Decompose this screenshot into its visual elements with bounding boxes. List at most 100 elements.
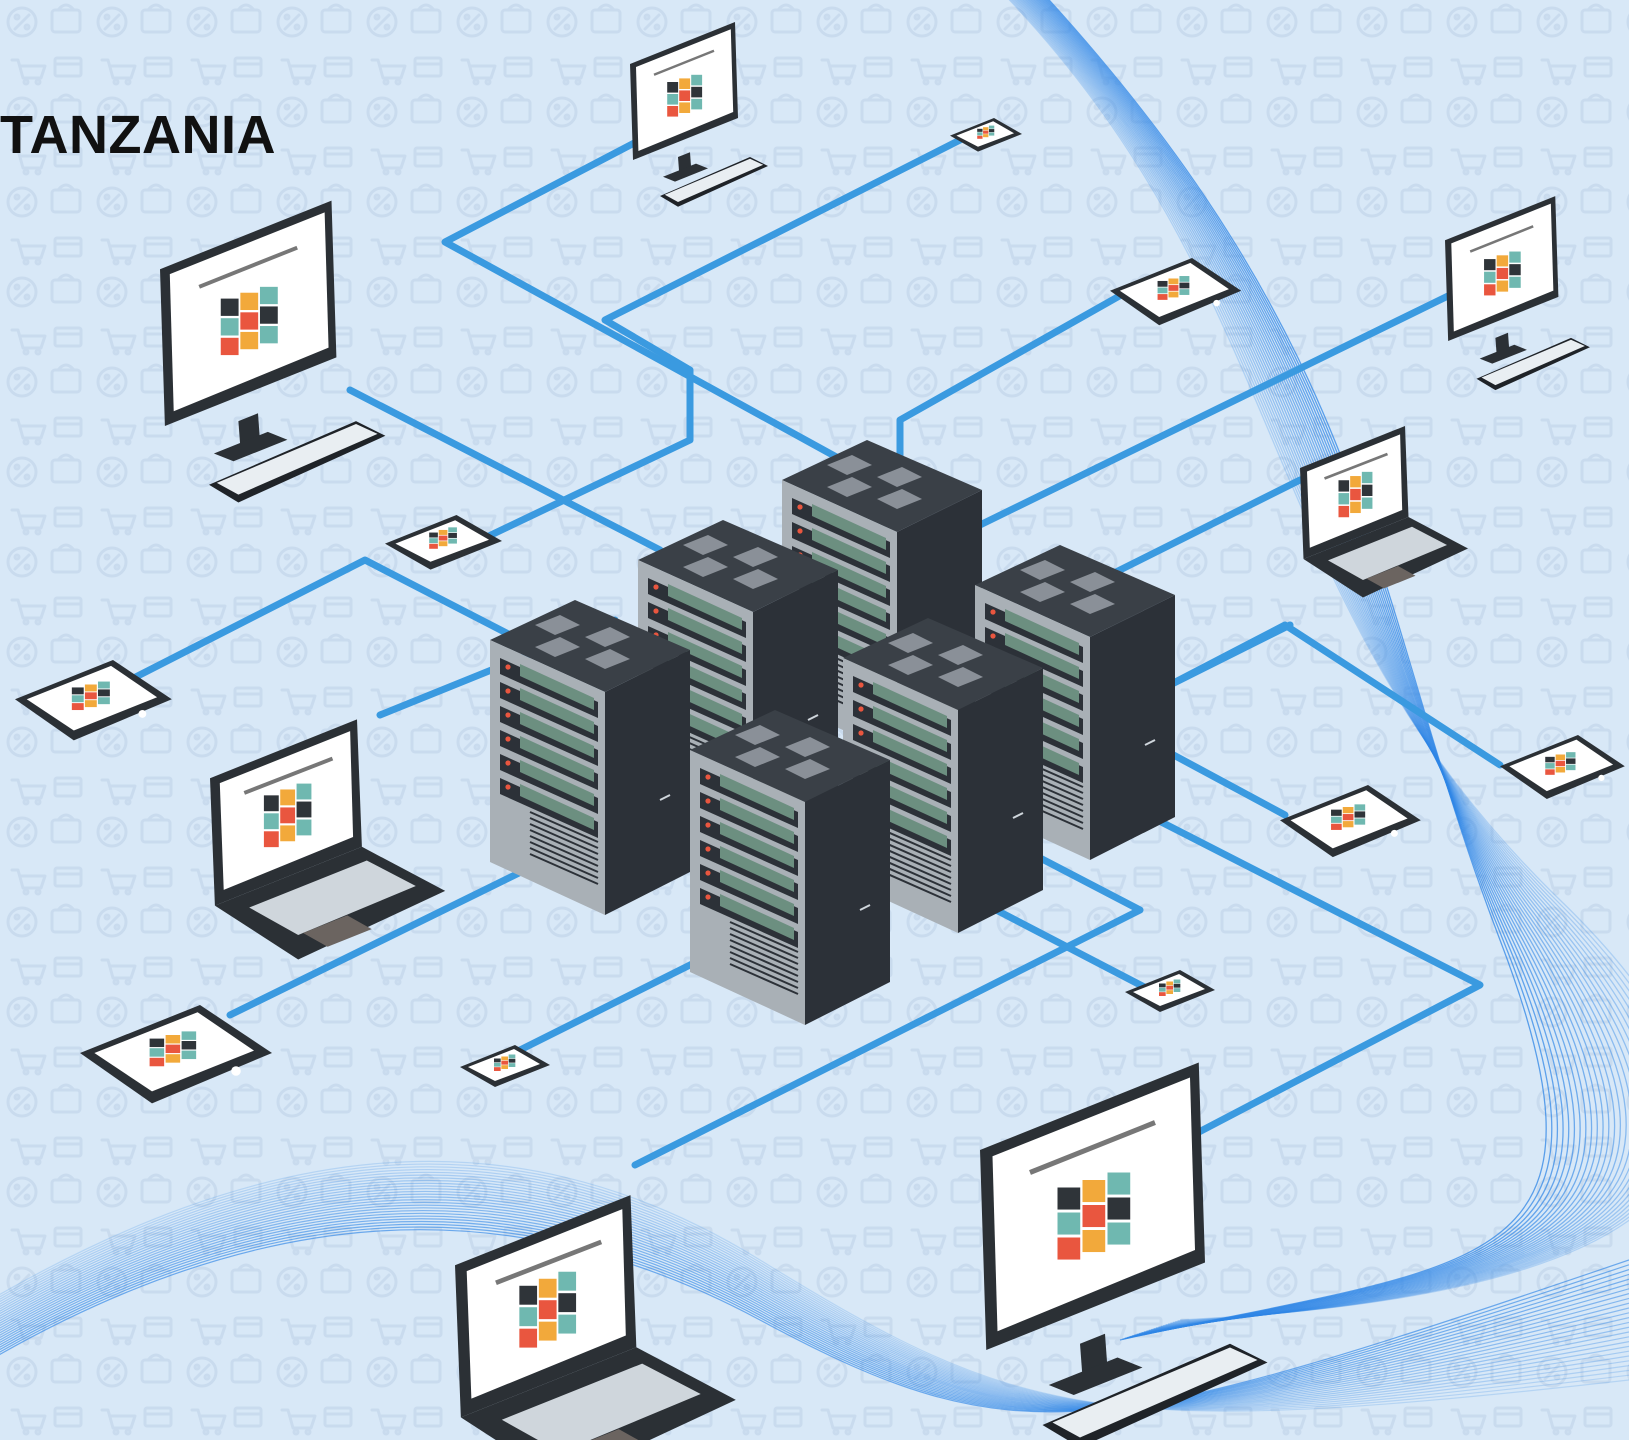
monitor-base [1048,1357,1143,1395]
screen-tile [691,74,703,86]
rack-grille [529,835,599,867]
screen-tile [1173,983,1181,988]
network-cable [1156,621,1504,769]
screen-tile [97,681,110,689]
rack-grille [882,841,952,873]
screen-tile [508,1063,516,1067]
screen-tile [501,1060,508,1065]
screen-tile [220,298,239,316]
wave-line [0,1209,1629,1409]
rack-grille [529,841,599,873]
screen-tile [977,128,983,132]
rack-grille [729,921,799,953]
rack-led [797,504,803,510]
rack-panel [812,528,886,574]
screen-tile [519,1328,538,1348]
screen-tile [1496,280,1509,292]
wave-line [0,1201,1629,1408]
screen-tile [558,1293,577,1313]
monitor-screen [992,1077,1195,1332]
rack-grille [729,957,799,989]
rack-vent [1070,572,1115,592]
screen-tile [494,1067,501,1071]
screen-tile [71,687,84,695]
screen-tile [1107,1222,1131,1245]
rack-side [958,668,1043,933]
wave-line [0,1215,1629,1410]
rack-panel [520,688,594,734]
screen-tile [165,1044,181,1054]
smartphone-bottom-right [1125,970,1215,1012]
rack-vent [585,627,630,647]
screen-tile [1484,259,1496,271]
screen-tile [1545,756,1555,763]
screen-tile [84,700,97,708]
wave-line [0,1168,1629,1410]
rack-vent [535,615,580,635]
rack-grille [529,829,599,861]
home-button-icon [231,1066,241,1076]
screen-tile [1566,752,1576,758]
rack-vent [888,655,933,675]
rack-handle [1144,739,1156,746]
laptop-trackpad [1366,566,1416,589]
network-cable [116,556,524,689]
laptop-left [210,719,446,960]
rack-led [797,528,803,534]
screen-tile [1159,983,1166,988]
home-button-icon [1390,829,1398,837]
monitor-screen [636,29,734,152]
screen-tile [508,1054,516,1059]
rack-vent [827,455,872,475]
screen-tile [977,135,983,139]
rack-vent [785,737,830,757]
rack-panel [520,736,594,782]
rack-panel [873,802,947,848]
rack-led [858,682,864,688]
screen-tile [1496,267,1509,280]
screen-tile [1361,497,1373,509]
rack-vent [683,557,728,577]
screen-tile [165,1035,181,1044]
rack-panel [520,664,594,710]
rack-vent [683,535,728,555]
rack-grille [882,853,952,885]
keyboard-icon [1476,337,1590,391]
rack-led [505,736,511,742]
rack-vent [938,667,983,687]
laptop-keys [501,1363,701,1440]
monitor-screen [169,212,329,412]
rack-grille [882,847,952,879]
rack-panel [668,632,742,678]
screen-tile [1509,276,1521,288]
screen-tile [220,337,239,356]
desktop-monitor-top [630,22,768,207]
screen-tile [1350,501,1361,514]
screen-tile [988,132,995,136]
home-button-icon [138,709,147,718]
keyboard-icon [1042,1343,1268,1440]
rack-handle [859,904,871,911]
screen-tile [448,527,457,533]
wave-line [1035,0,1593,1335]
rack-grille [882,835,952,867]
wave-line [0,1204,1629,1408]
rack-panel [668,584,742,630]
screen-tile [1168,278,1179,285]
rack-grille [882,859,952,891]
wave-line [0,1229,1629,1413]
keyboard-keys [664,158,764,202]
screen-tile [501,1065,508,1069]
rack-panel [720,870,794,916]
rack-panel [720,774,794,820]
wave-line [0,1220,1629,1411]
screen-tile [240,292,259,311]
screen-tile [667,106,679,117]
rack-led [653,608,659,614]
wave-line [1038,0,1581,1336]
rack-led [705,798,711,804]
tablet-right [1500,735,1625,799]
rack-led [705,774,711,780]
rack-led [505,712,511,718]
